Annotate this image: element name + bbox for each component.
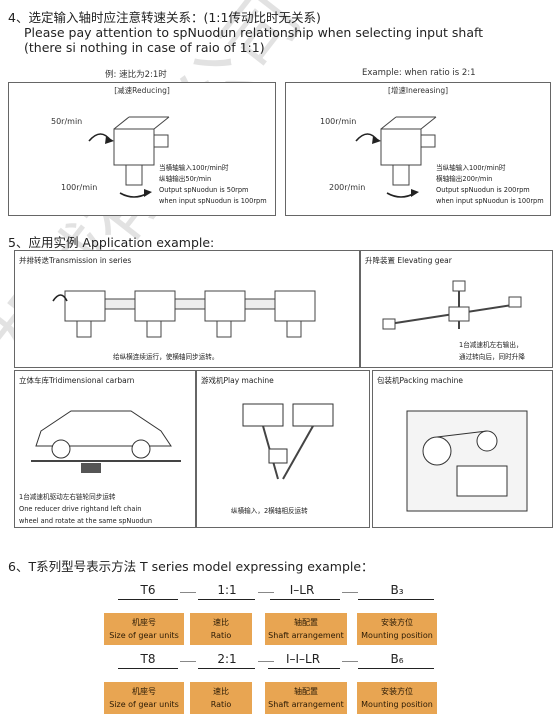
dash — [180, 661, 196, 662]
dash — [258, 661, 274, 662]
series-title: 并排转迭Transmission in series — [19, 256, 132, 265]
increasing-notes: 当纵轴输入100r/min时 横轴输出200r/min Output spNuo… — [436, 164, 544, 205]
speed-top: 50r/min — [51, 117, 83, 126]
speed-top: 100r/min — [320, 117, 357, 126]
underline — [118, 599, 178, 600]
code-mount-2: B₆ — [390, 652, 404, 666]
speed-bottom: 100r/min — [61, 183, 98, 192]
dash — [342, 661, 358, 662]
underline — [198, 668, 255, 669]
series-caption: 给纵横连续运行，使横轴同步运转。 — [113, 353, 219, 361]
dash — [342, 592, 358, 593]
carbarn-diagram — [31, 410, 181, 473]
increasing-box: [增速Inereasing] 100r/min 200r/min 当纵轴输入10… — [285, 82, 551, 216]
dash — [180, 592, 196, 593]
elevating-caption: 1台减速机左右输出， 通过转向后，同时升降 — [459, 341, 525, 361]
section4-title: 4、选定输入轴时应注意转速关系：(1:1传动比时无关系) — [8, 10, 321, 25]
underline — [118, 668, 178, 669]
underline — [198, 599, 255, 600]
example-left-caption: 例: 速比为2:1时 — [105, 70, 167, 80]
underline — [358, 599, 434, 600]
speed-bottom: 200r/min — [329, 183, 366, 192]
section6-heading: 6、T系列型号表示方法 T series model expressing ex… — [8, 559, 374, 574]
play-title: 游戏机Play machine — [201, 376, 274, 385]
code-ratio-2: 2:1 — [217, 652, 237, 666]
code-size-1: T6 — [140, 583, 156, 597]
reducer-diagram-left — [88, 116, 170, 198]
reducing-notes: 当横轴输入100r/min时 纵轴输出50r/min Output spNuod… — [159, 164, 267, 205]
carbarn-title: 立体车库Tridimensional carbarn — [19, 376, 135, 385]
packing-diagram — [406, 410, 528, 512]
elevating-title: 升降装置 Elevating gear — [365, 256, 452, 265]
section4-english-2: (there si nothing in case of raio of 1:1… — [24, 40, 265, 55]
code-shaft-1: I–LR — [289, 583, 315, 597]
play-panel: 游戏机Play machine 纵横输入，2横轴相反运转 — [196, 370, 370, 528]
play-diagram — [242, 403, 334, 480]
packing-panel: 包装机Packing machine — [372, 370, 553, 528]
dash — [258, 592, 274, 593]
code-shaft-2: I–I–LR — [285, 652, 321, 666]
section5-heading: 5、应用实例 Application example: — [8, 235, 215, 250]
code-ratio-1: 1:1 — [217, 583, 237, 597]
reducer-diagram-right — [355, 116, 437, 198]
example-right-caption: Example: when ratio is 2:1 — [362, 68, 476, 78]
section4-heading: 4、选定输入轴时应注意转速关系：(1:1传动比时无关系) Please pay … — [8, 10, 483, 55]
increasing-title: [增速Inereasing] — [387, 86, 449, 95]
code-mount-1: B₃ — [390, 583, 404, 597]
elevating-diagram — [382, 280, 522, 330]
underline — [270, 599, 340, 600]
reducing-title: [减速Reducing] — [114, 86, 170, 95]
play-caption: 纵横输入，2横轴相反运转 — [231, 507, 308, 515]
carbarn-panel: 立体车库Tridimensional carbarn 1台减速机驱动左右链轮同步… — [14, 370, 196, 528]
elevating-panel: 升降装置 Elevating gear 1台减速机左右输出， 通过转向后，同时升… — [360, 250, 553, 368]
packing-title: 包装机Packing machine — [377, 376, 463, 385]
section4-english-1: Please pay attention to spNuodun relatio… — [24, 25, 484, 40]
reducing-box: [减速Reducing] 50r/min 100r/min 当横轴输入100r/… — [8, 82, 276, 216]
underline — [268, 668, 340, 669]
series-panel: 并排转迭Transmission in series 给纵横连续运行，使横轴同步… — [14, 250, 360, 368]
code-size-2: T8 — [140, 652, 156, 666]
underline — [358, 668, 434, 669]
series-diagram — [52, 290, 316, 338]
carbarn-caption: 1台减速机驱动左右链轮同步运转 One reducer drive righta… — [19, 493, 153, 525]
